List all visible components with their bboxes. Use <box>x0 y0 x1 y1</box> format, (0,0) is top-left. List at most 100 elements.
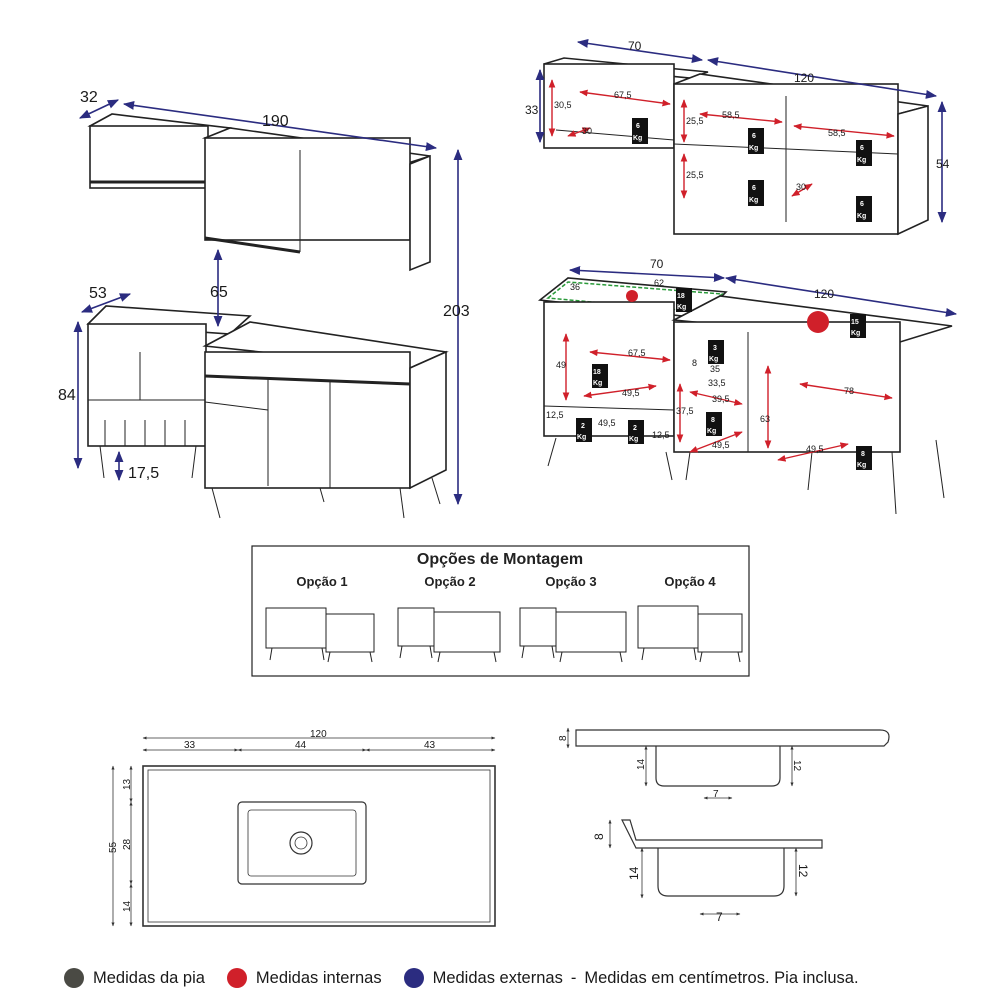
label-i49-5d: 49,5 <box>806 444 824 454</box>
svg-text:Kg: Kg <box>851 330 860 337</box>
svg-text:Kg: Kg <box>593 380 602 387</box>
svg-text:Kg: Kg <box>707 428 716 435</box>
legend-separator: - <box>570 968 577 987</box>
legend: Medidas da pia Medidas internas Medidas … <box>64 964 964 992</box>
label-i8: 8 <box>692 358 697 368</box>
svg-text:3: 3 <box>713 345 717 352</box>
svg-text:8: 8 <box>861 451 865 458</box>
svg-text:6: 6 <box>752 133 756 140</box>
svg-text:Kg: Kg <box>857 462 866 469</box>
svg-text:2: 2 <box>581 423 585 430</box>
weight-tag: 8Kg <box>856 446 872 470</box>
svg-text:Kg: Kg <box>633 135 642 142</box>
label-i36: 36 <box>570 282 580 292</box>
weight-tag: 6Kg <box>856 140 872 166</box>
upper-shelves-internal: 70 120 33 54 30,5 67,5 30 58,5 58,5 25,5… <box>525 39 950 236</box>
label-i67-5b: 67,5 <box>628 348 646 358</box>
option-3-label: Opção 3 <box>545 574 596 589</box>
legend-sink-label: Medidas da pia <box>93 968 205 987</box>
svg-text:Kg: Kg <box>629 436 638 443</box>
label-side2-8: 8 <box>592 833 606 840</box>
label-sink-55: 55 <box>108 841 119 853</box>
label-upper-width: 190 <box>262 113 289 130</box>
svg-text:Kg: Kg <box>857 157 866 164</box>
label-i12-5b: 12,5 <box>652 430 670 440</box>
svg-text:Kg: Kg <box>677 304 686 311</box>
label-shelf-w120: 120 <box>794 71 814 85</box>
label-i30b: 30 <box>796 182 806 192</box>
legend-sink: Medidas da pia <box>64 968 205 988</box>
svg-text:18: 18 <box>593 369 601 376</box>
assembly-options: Opções de Montagem Opção 1 Opção 2 Opção… <box>251 545 750 677</box>
svg-text:6: 6 <box>860 145 864 152</box>
weight-tag: 3Kg <box>708 340 724 364</box>
legend-note: Medidas em centímetros. Pia inclusa. <box>584 968 859 987</box>
svg-text:Kg: Kg <box>749 145 758 152</box>
svg-text:15: 15 <box>851 319 859 326</box>
label-i49-5b: 49,5 <box>598 418 616 428</box>
svg-text:Kg: Kg <box>857 213 866 220</box>
weight-tag: 6Kg <box>748 180 764 206</box>
label-i30: 30 <box>582 126 592 136</box>
label-i25-5b: 25,5 <box>686 170 704 180</box>
legend-external-dot <box>403 968 424 988</box>
label-leg-height: 17,5 <box>128 465 159 482</box>
option-1-illustration <box>265 607 375 663</box>
svg-text:6: 6 <box>752 185 756 192</box>
label-i49-5c: 49,5 <box>712 440 730 450</box>
svg-text:6: 6 <box>860 201 864 208</box>
option-4-illustration <box>637 605 743 663</box>
label-lower-w120: 120 <box>814 287 834 301</box>
label-i12-5a: 12,5 <box>546 410 564 420</box>
label-side2-14: 14 <box>627 866 641 880</box>
external-view: 32 190 203 65 53 84 17,5 <box>58 89 470 519</box>
label-i62: 62 <box>654 278 664 288</box>
label-side2-7: 7 <box>716 910 723 924</box>
label-i35: 35 <box>710 364 720 374</box>
sink-top-view: 120 33 44 43 55 13 28 14 <box>108 729 496 927</box>
weight-tag: 6Kg <box>748 128 764 154</box>
option-2-illustration <box>397 607 501 663</box>
option-4-label: Opção 4 <box>664 574 716 589</box>
label-side1-12: 12 <box>791 760 802 772</box>
upper-cabinet-right <box>201 127 431 272</box>
label-side1-8: 8 <box>558 735 569 741</box>
label-lower-w70: 70 <box>650 257 664 271</box>
sink-side-view-2: 8 14 12 7 <box>592 819 823 924</box>
option-1-label: Opção 1 <box>296 574 347 589</box>
legend-internal-dot <box>226 968 247 988</box>
weight-tag: 2Kg <box>576 418 592 442</box>
label-lower-height: 84 <box>58 387 76 404</box>
label-i37-5: 37,5 <box>676 406 694 416</box>
legend-internal: Medidas internas <box>226 968 382 988</box>
label-i49-5a: 49,5 <box>622 388 640 398</box>
label-i67-5: 67,5 <box>614 90 632 100</box>
label-i63: 63 <box>760 414 770 424</box>
svg-text:18: 18 <box>677 293 685 300</box>
dim-lower-depth <box>80 293 132 313</box>
label-sink-28: 28 <box>122 838 133 850</box>
label-i25-5a: 25,5 <box>686 116 704 126</box>
label-sink-120: 120 <box>310 729 327 740</box>
label-lower-depth: 53 <box>89 285 107 302</box>
label-sink-44: 44 <box>295 740 307 751</box>
dim-upper-depth <box>78 99 120 119</box>
svg-text:Kg: Kg <box>749 197 758 204</box>
weight-tag: 6Kg <box>856 196 872 222</box>
label-i58-5a: 58,5 <box>722 110 740 120</box>
legend-sink-dot <box>64 968 84 988</box>
options-title: Opções de Montagem <box>417 551 583 568</box>
weight-tag: 2Kg <box>628 420 644 444</box>
svg-text:8: 8 <box>711 417 715 424</box>
sink-side-view-1: 8 14 12 7 <box>558 727 890 800</box>
svg-text:2: 2 <box>633 425 637 432</box>
weight-tag: 6Kg <box>632 118 648 144</box>
label-i78: 78 <box>844 386 854 396</box>
label-sink-33: 33 <box>184 740 196 751</box>
label-side1-7: 7 <box>713 789 719 800</box>
weight-tag: 8Kg <box>706 412 722 436</box>
label-i33-5: 33,5 <box>708 378 726 388</box>
